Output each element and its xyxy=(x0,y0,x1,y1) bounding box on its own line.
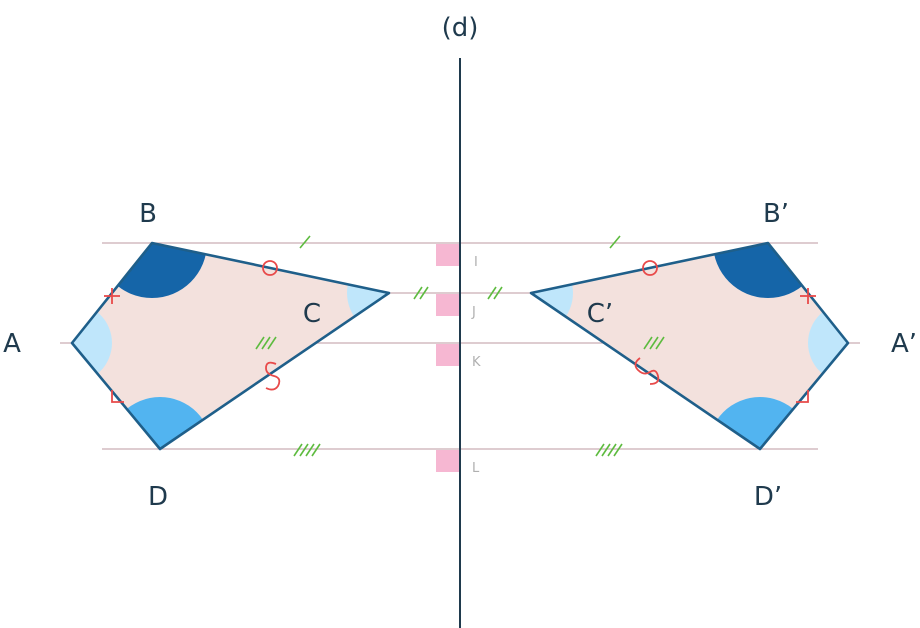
distance-tick-marks xyxy=(255,235,665,457)
point-b-prime-label: B’ xyxy=(763,199,789,229)
midpoint-l-label: L xyxy=(472,461,480,476)
point-a-label: A xyxy=(3,329,21,359)
bc-circle-marker xyxy=(262,260,278,276)
midpoint-k-label: K xyxy=(472,355,481,370)
right-angle-k xyxy=(436,344,460,366)
point-a-prime-label: A’ xyxy=(891,329,917,359)
right-angle-markers xyxy=(436,244,460,472)
point-d-label: D xyxy=(148,482,168,512)
side-markers xyxy=(104,260,816,403)
right-angle-j xyxy=(436,294,460,316)
angle-a-prime-marker xyxy=(808,303,848,383)
point-b-label: B xyxy=(139,199,157,229)
midpoint-j-label: J xyxy=(471,305,476,320)
point-c-label: C xyxy=(303,299,321,329)
right-angle-l xyxy=(436,450,460,472)
midpoint-i-label: I xyxy=(474,255,478,270)
point-d-prime-label: D’ xyxy=(754,482,782,512)
right-angle-i xyxy=(436,244,460,266)
axis-label: (d) xyxy=(442,13,479,43)
point-c-prime-label: C’ xyxy=(587,299,613,329)
polygon-abcd xyxy=(70,241,391,451)
angle-a-marker xyxy=(72,303,112,383)
polygon-abcd-image xyxy=(529,241,850,451)
bc-prime-circle-marker xyxy=(642,260,658,276)
